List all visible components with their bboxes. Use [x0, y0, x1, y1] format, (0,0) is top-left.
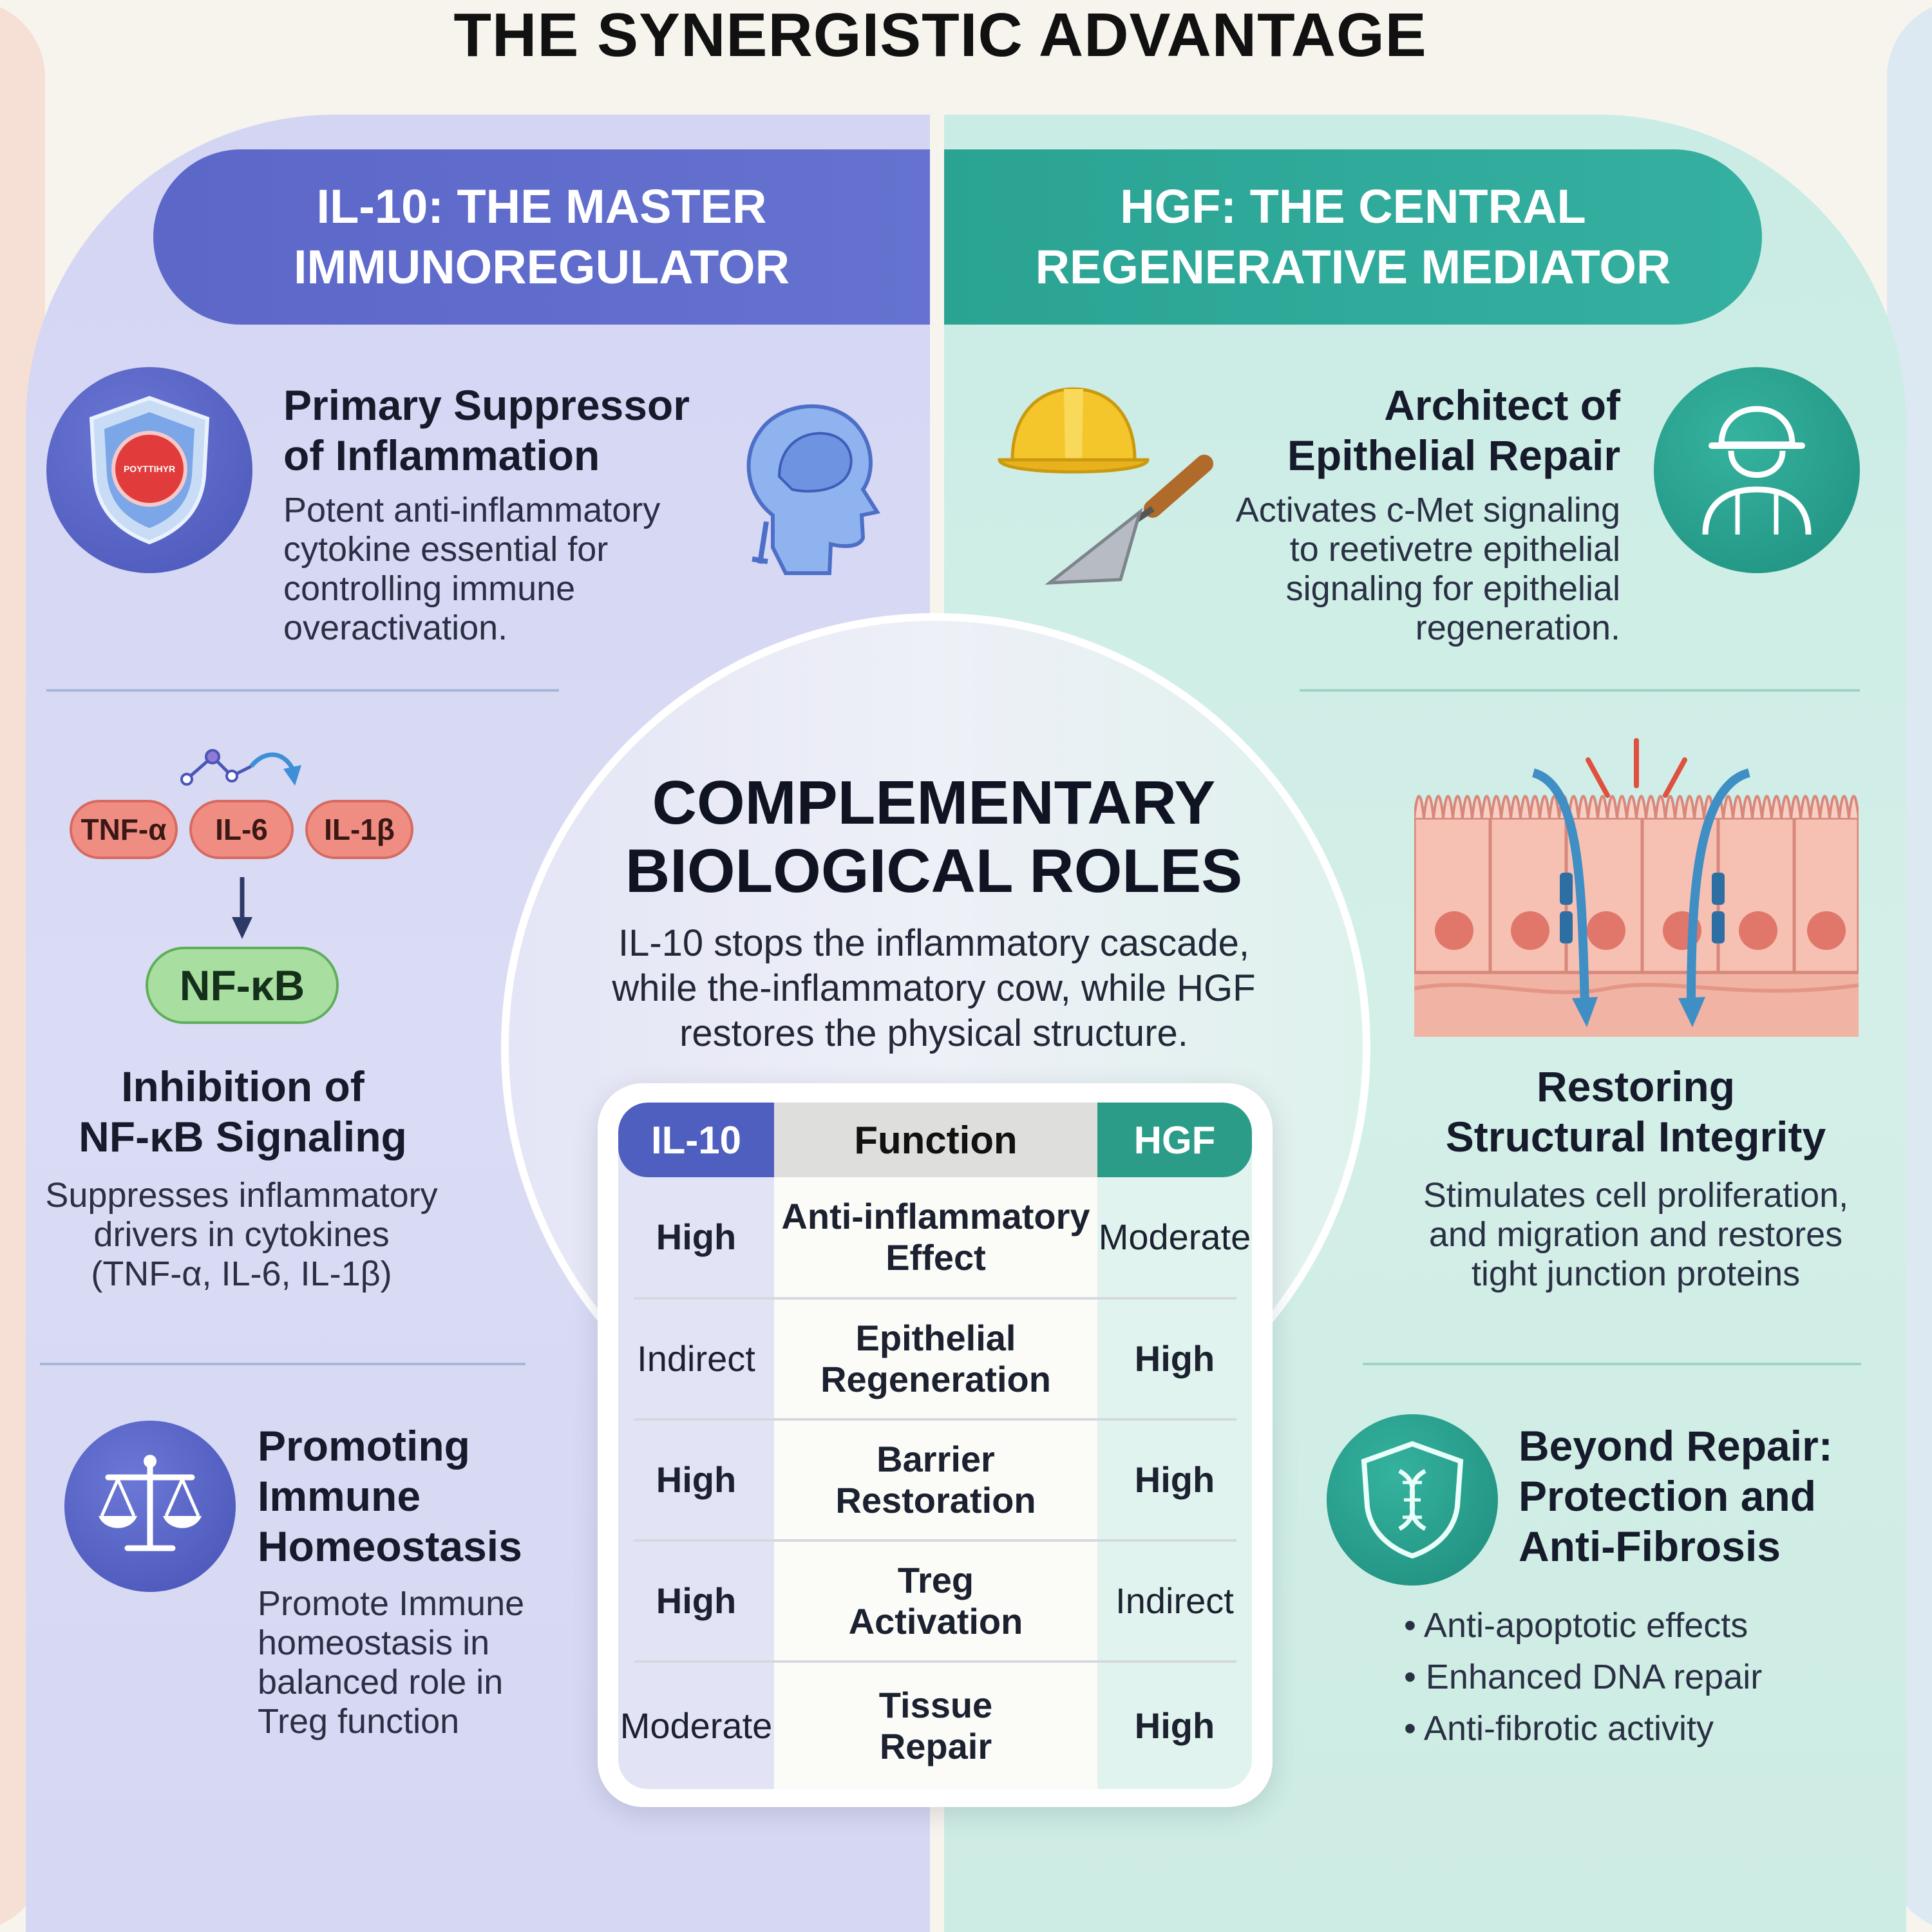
dna-shield-icon	[1361, 1441, 1464, 1559]
structural-integrity-title: Restoring Structural Integrity	[1445, 1063, 1826, 1160]
worker-icon-circle	[1654, 367, 1860, 573]
trowel-icon	[1045, 455, 1213, 585]
worker-icon	[1702, 406, 1812, 535]
epithelium-illustration	[1414, 738, 1859, 1037]
cytokine-pill-il1b: IL-1β	[305, 800, 413, 859]
comparison-table: Function IL-10 HGF High Anti-inflammator…	[618, 1103, 1252, 1789]
dna-shield-icon-circle	[1327, 1414, 1498, 1586]
function-column-bg	[774, 1103, 1097, 1789]
primary-suppressor-title: Primary Suppressor of Inflammation	[283, 381, 690, 479]
nfkb-inhibition-title: Inhibition of NF-κB Signaling	[79, 1063, 407, 1160]
page-title: THE SYNERGISTIC ADVANTAGE	[453, 1, 1427, 70]
pathway-arrow-icon	[180, 749, 301, 786]
table-cell-hgf: High	[1134, 1459, 1215, 1500]
il10-column-bg	[618, 1103, 774, 1789]
table-cell-il10: High	[656, 1580, 737, 1621]
table-cell-hgf: High	[1134, 1705, 1215, 1746]
scales-icon-circle	[64, 1421, 236, 1592]
nfkb-pill: NF-κB	[146, 947, 339, 1024]
complementary-roles-title: COMPLEMENTARY BIOLOGICAL ROLES	[625, 768, 1243, 905]
nfkb-inhibition-body: Suppresses inflammatory drivers in cytok…	[45, 1176, 438, 1293]
row-divider	[634, 1660, 1236, 1663]
header-function: Function	[774, 1103, 1097, 1177]
shield-icon-circle	[46, 367, 252, 573]
beyond-repair-title: Beyond Repair: Protection and Anti-Fibro…	[1519, 1422, 1833, 1570]
cytokine-pill-tnf: TNF-α	[70, 800, 178, 859]
table-cell-il10: High	[656, 1459, 737, 1500]
row-divider	[634, 1539, 1236, 1542]
hgf-column-bg	[1097, 1103, 1252, 1789]
epithelial-architect-body: Activates c-Met signaling to reetivetre …	[1235, 491, 1620, 647]
table-cell-il10: Indirect	[637, 1338, 755, 1379]
structural-integrity-body: Stimulates cell proliferation, and migra…	[1423, 1176, 1849, 1293]
hgf-banner: HGF: THE CENTRAL REGENERATIVE MEDIATOR	[944, 149, 1762, 325]
left-divider-2	[40, 1363, 526, 1365]
left-divider-1	[46, 689, 559, 692]
row-divider	[634, 1297, 1236, 1300]
immune-homeostasis-body: Promote Immune homeostasis in balanced r…	[258, 1584, 525, 1741]
table-cell-il10: High	[656, 1217, 737, 1257]
beyond-bullet-1: • Anti-apoptotic effects	[1404, 1606, 1748, 1645]
table-cell-function: Barrier Restoration	[835, 1439, 1036, 1520]
shield-label: POYTTIHYR	[123, 464, 176, 474]
table-cell-hgf: Indirect	[1115, 1580, 1234, 1621]
header-hgf: HGF	[1097, 1103, 1252, 1177]
row-divider	[634, 1418, 1236, 1421]
table-cell-function: Treg Activation	[848, 1560, 1023, 1642]
beyond-bullet-2: • Enhanced DNA repair	[1404, 1658, 1763, 1696]
beyond-bullet-3: • Anti-fibrotic activity	[1404, 1709, 1714, 1748]
table-cell-function: Anti-inflammatory Effect	[781, 1196, 1090, 1278]
table-cell-hgf: Moderate	[1098, 1217, 1251, 1257]
epithelial-architect-title: Architect of Epithelial Repair	[1287, 381, 1620, 479]
down-arrow-icon	[232, 877, 252, 939]
shield-icon	[89, 395, 210, 545]
il10-banner: IL-10: THE MASTER IMMUNOREGULATOR	[153, 149, 930, 325]
right-divider-1	[1300, 689, 1860, 692]
head-profile-icon	[746, 404, 880, 575]
cytokine-pill-il6: IL-6	[189, 800, 294, 859]
hard-hat-icon	[998, 387, 1150, 474]
table-cell-function: Tissue Repair	[878, 1685, 993, 1766]
table-cell-il10: Moderate	[620, 1705, 773, 1746]
table-cell-function: Epithelial Regeneration	[820, 1318, 1051, 1399]
table-cell-hgf: High	[1134, 1338, 1215, 1379]
scales-icon	[99, 1455, 202, 1551]
complementary-roles-body: IL-10 stops the inflammatory cascade, wh…	[612, 922, 1256, 1054]
primary-suppressor-body: Potent anti-inflammatory cytokine essent…	[283, 491, 661, 647]
immune-homeostasis-title: Promoting Immune Homeostasis	[258, 1422, 522, 1570]
right-divider-2	[1363, 1363, 1861, 1365]
header-il10: IL-10	[618, 1103, 774, 1177]
